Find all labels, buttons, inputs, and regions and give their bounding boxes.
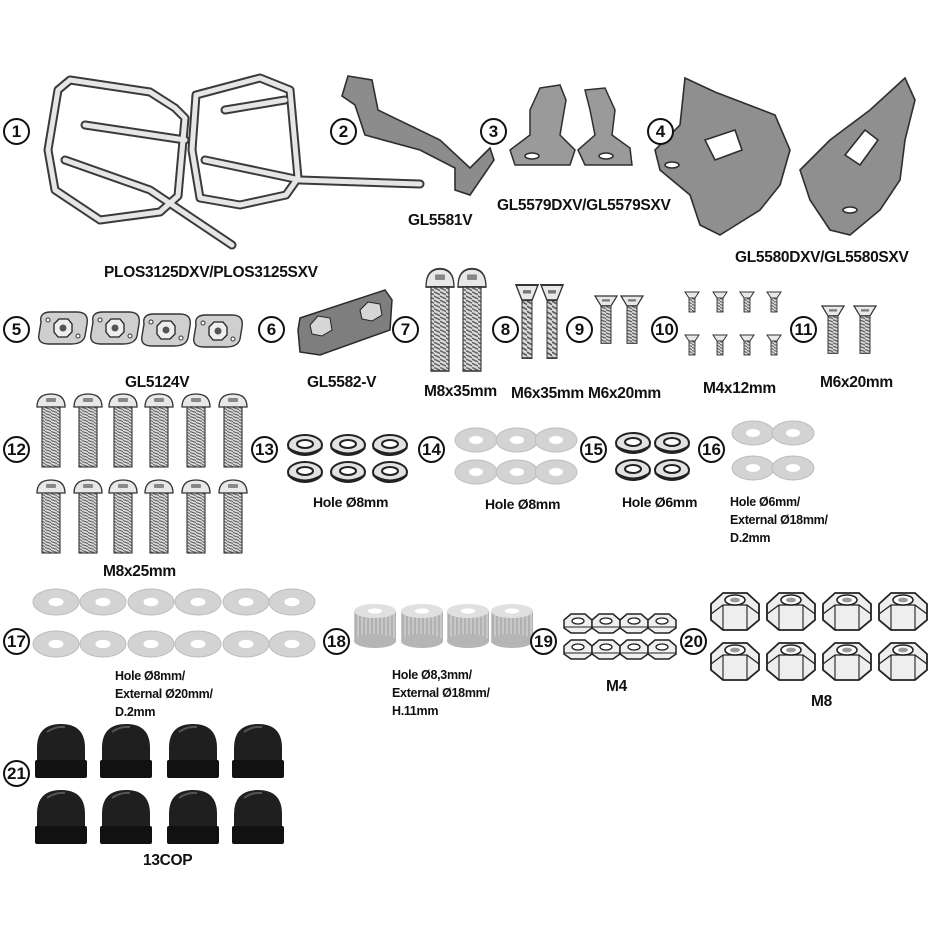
item-12-bolts xyxy=(36,393,248,554)
item-18-spacers xyxy=(354,604,533,648)
item-1-number: 1 xyxy=(3,118,30,145)
item-7-label: M8x35mm xyxy=(424,383,497,400)
item-18-number: 18 xyxy=(323,628,350,655)
item-9-number: 9 xyxy=(566,316,593,343)
item-5-number: 5 xyxy=(3,316,30,343)
item-9-label: M6x20mm xyxy=(588,385,661,402)
item-10-number: 10 xyxy=(651,316,678,343)
item-14-number: 14 xyxy=(418,436,445,463)
item-14-label: Hole Ø8mm xyxy=(485,496,561,512)
item-11-label: M6x20mm xyxy=(820,374,893,391)
item-18-label-line-2: External Ø18mm/ xyxy=(392,686,490,700)
item-8-number: 8 xyxy=(492,316,519,343)
item-21-label: 13COP xyxy=(143,852,193,869)
item-17-label-line-3: D.2mm xyxy=(115,705,156,719)
item-4-number: 4 xyxy=(647,118,674,145)
item-7-number: 7 xyxy=(392,316,419,343)
item-16-label-line-1: Hole Ø6mm/ xyxy=(730,495,800,509)
item-10-label: M4x12mm xyxy=(703,380,776,397)
item-17-washers xyxy=(32,588,316,658)
item-19-number: 19 xyxy=(530,628,557,655)
item-16-label: Hole Ø6mm/ External Ø18mm/ D.2mm xyxy=(730,493,828,547)
item-18-label-line-1: Hole Ø8,3mm/ xyxy=(392,668,472,682)
item-17-label: Hole Ø8mm/ External Ø20mm/ D.2mm xyxy=(115,667,213,721)
item-1-label: PLOS3125DXV/PLOS3125SXV xyxy=(104,264,318,281)
item-14-washers xyxy=(454,427,578,485)
item-3-brackets xyxy=(509,84,633,166)
item-3-number: 3 xyxy=(480,118,507,145)
item-8-bolts xyxy=(514,283,565,360)
item-2-number: 2 xyxy=(330,118,357,145)
item-17-number: 17 xyxy=(3,628,30,655)
item-19-nuts xyxy=(563,613,677,660)
item-16-label-line-2: External Ø18mm/ xyxy=(730,513,828,527)
item-2-label: GL5581V xyxy=(408,212,473,229)
item-4-label: GL5580DXV/GL5580SXV xyxy=(735,249,909,266)
item-9-bolts xyxy=(594,295,644,344)
item-18-label-line-3: H.11mm xyxy=(392,704,439,718)
item-2-bracket xyxy=(341,75,495,196)
item-17-label-line-2: External Ø20mm/ xyxy=(115,687,213,701)
item-16-washers xyxy=(731,420,815,481)
item-7-bolts xyxy=(425,267,487,372)
item-11-bolts xyxy=(821,305,877,354)
item-13-number: 13 xyxy=(251,436,278,463)
item-20-label: M8 xyxy=(811,693,832,710)
item-20-number: 20 xyxy=(680,628,707,655)
item-21-number: 21 xyxy=(3,760,30,787)
item-17-label-line-1: Hole Ø8mm/ xyxy=(115,669,185,683)
item-18-label: Hole Ø8,3mm/ External Ø18mm/ H.11mm xyxy=(392,666,490,720)
item-21-caps xyxy=(34,723,285,845)
item-15-lock-washers xyxy=(615,432,690,481)
item-5-label: GL5124V xyxy=(125,374,190,391)
item-12-label: M8x25mm xyxy=(103,563,176,580)
item-1-pannier-frames-inner xyxy=(45,75,423,248)
item-12-number: 12 xyxy=(3,436,30,463)
item-11-number: 11 xyxy=(790,316,817,343)
item-8-label: M6x35mm xyxy=(511,385,584,402)
item-16-number: 16 xyxy=(698,436,725,463)
item-13-lock-washers xyxy=(287,434,408,483)
item-3-label: GL5579DXV/GL5579SXV xyxy=(497,197,671,214)
item-19-label: M4 xyxy=(606,678,627,695)
item-20-nuts xyxy=(710,592,928,681)
item-16-label-line-3: D.2mm xyxy=(730,531,771,545)
item-15-label: Hole Ø6mm xyxy=(622,494,698,510)
item-10-bolts xyxy=(684,291,782,356)
item-13-label: Hole Ø8mm xyxy=(313,494,389,510)
item-4-brackets xyxy=(654,76,916,236)
item-6-label: GL5582-V xyxy=(307,374,377,391)
item-6-plate xyxy=(297,289,393,356)
item-6-number: 6 xyxy=(258,316,285,343)
item-15-number: 15 xyxy=(580,436,607,463)
item-5-plates xyxy=(38,311,243,348)
